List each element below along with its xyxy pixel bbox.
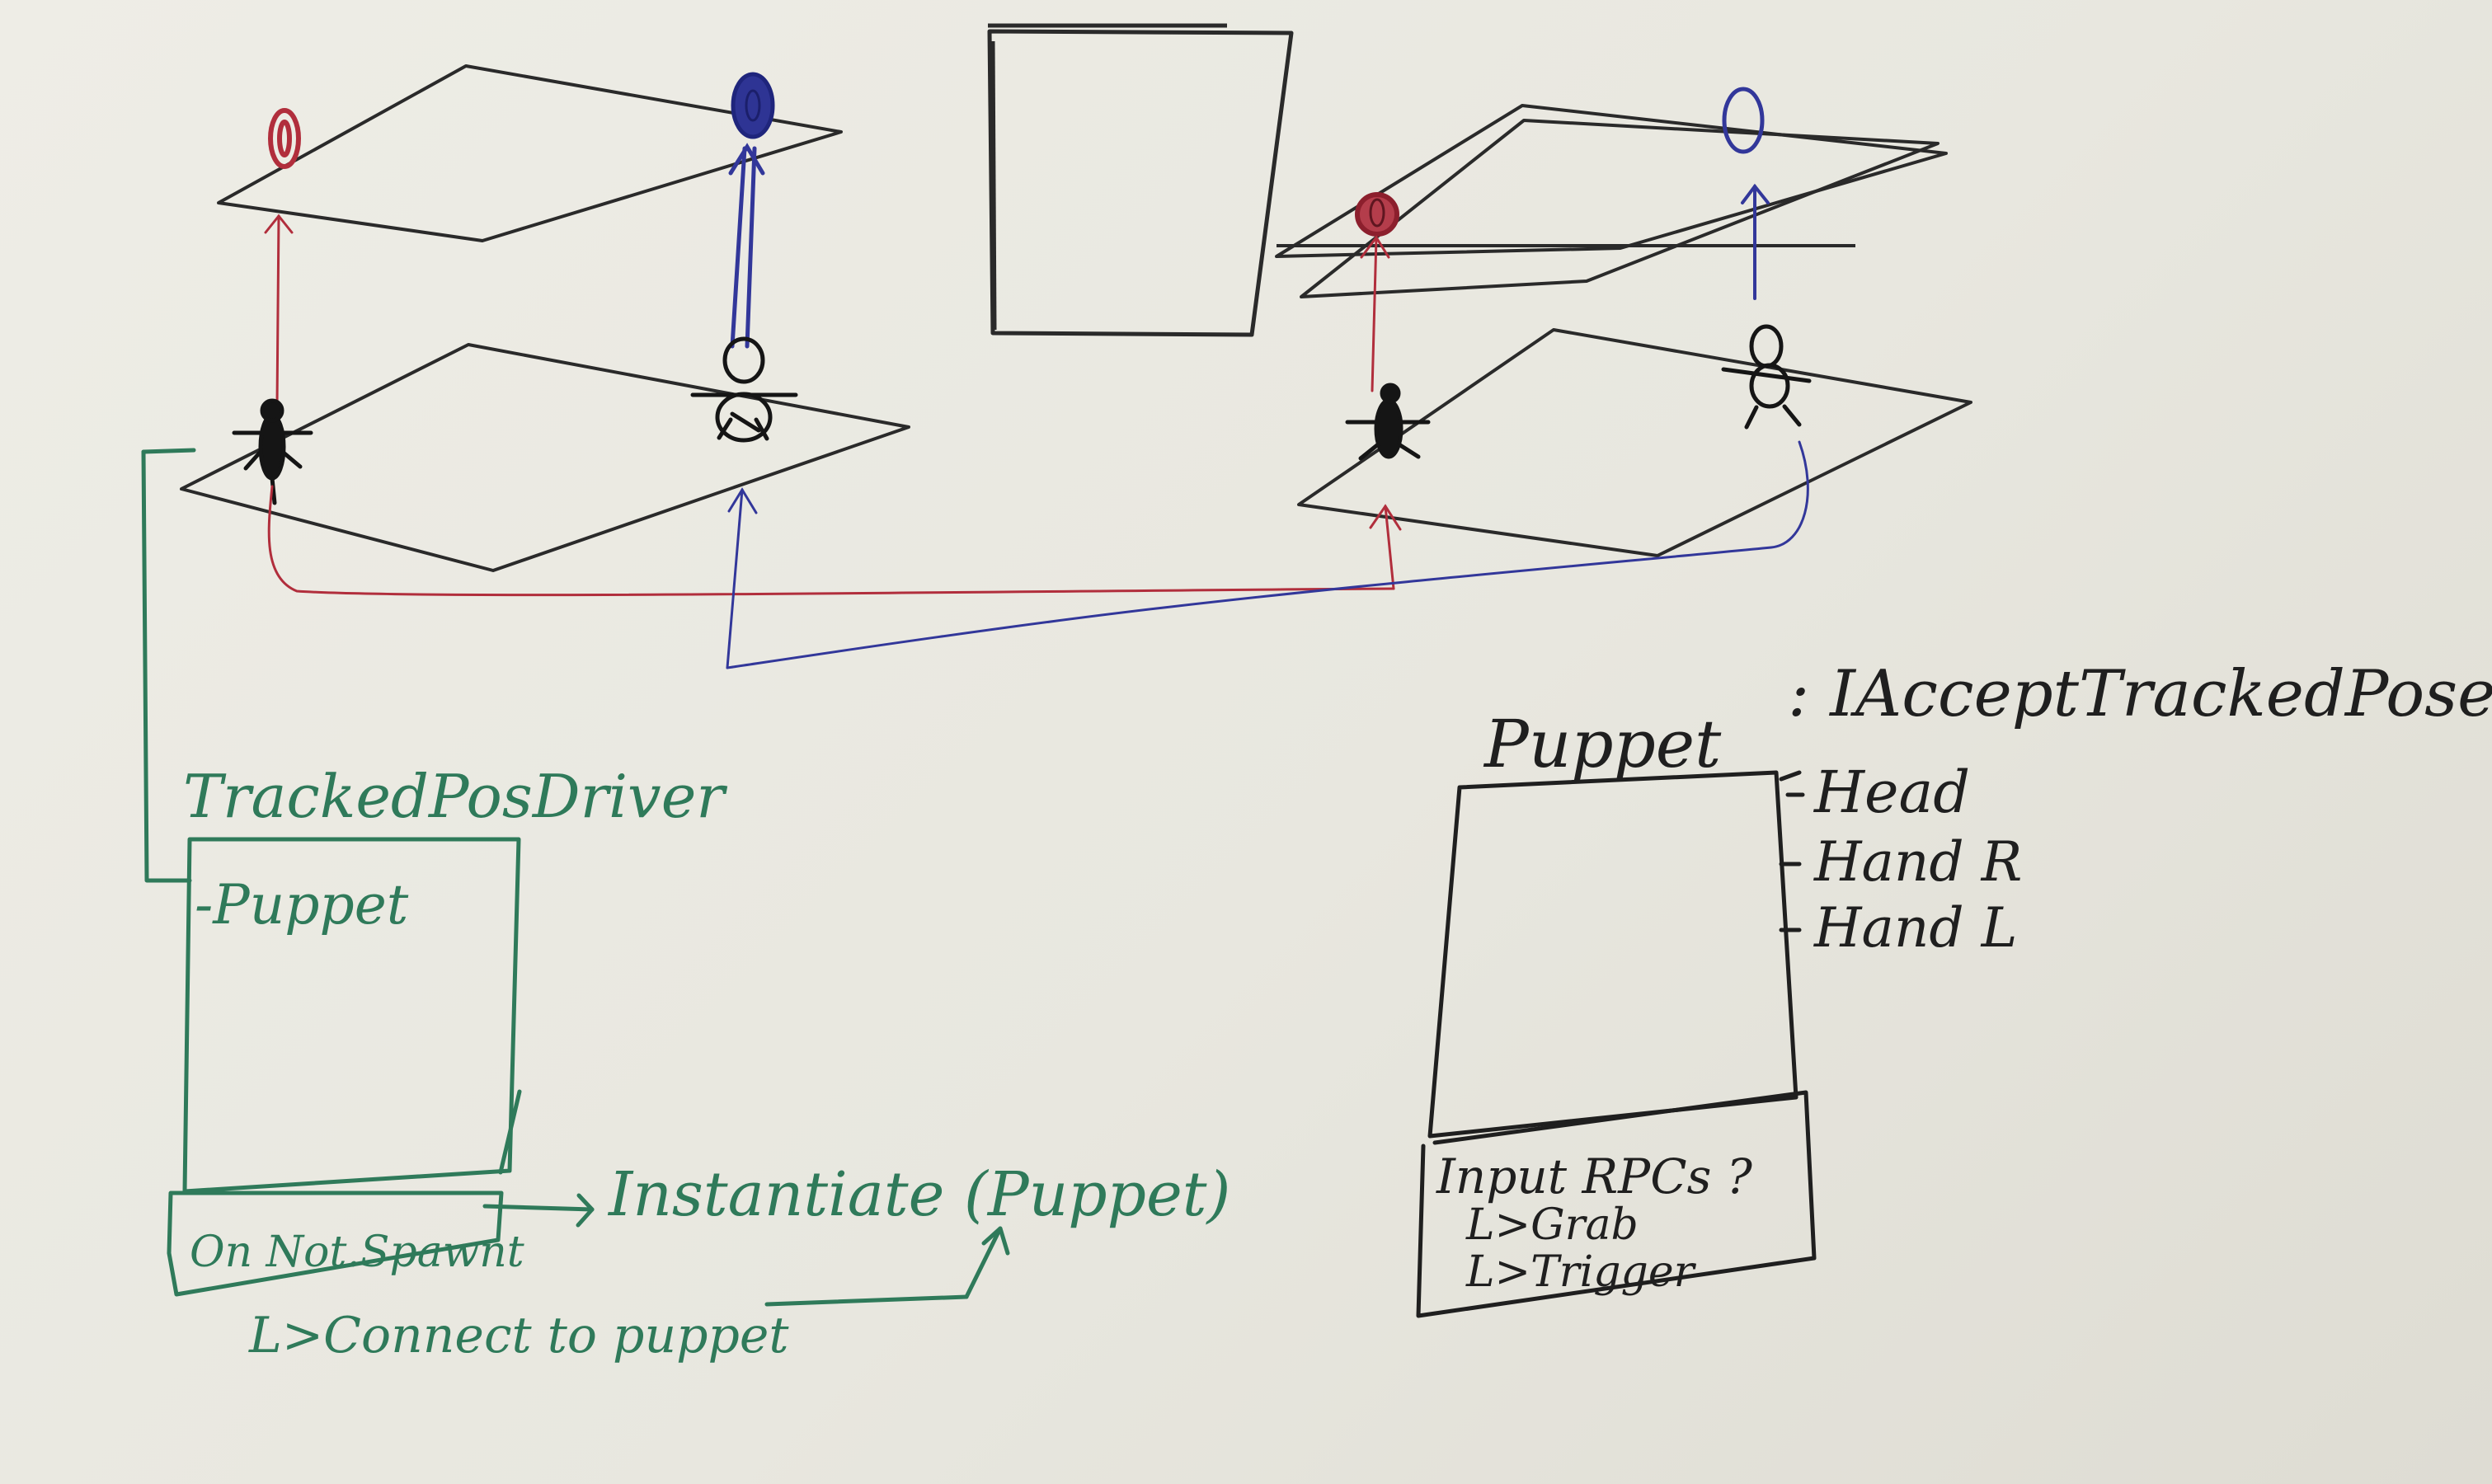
- right-upper-planes: [1275, 104, 1948, 298]
- blue-connection-line: [726, 440, 1809, 669]
- right-black-avatar-icon: [1345, 383, 1431, 461]
- left-red-avatar-icon: [268, 108, 301, 169]
- right-blue-avatar-icon: [1722, 87, 1765, 154]
- left-outline-avatar-icon: [690, 336, 798, 443]
- left-blue-arrow: [728, 143, 765, 349]
- head-label: Head: [1813, 758, 1970, 826]
- input-rpcs-label: Input RPCs ?: [1436, 1148, 1753, 1205]
- red-connection-line: [267, 485, 1402, 597]
- instantiate-label: Instantiate (Puppet): [607, 1159, 1230, 1230]
- puppet-interface-label: : IAcceptTrackedPoses: [1788, 657, 2492, 731]
- tracked-pos-driver-label: TrackedPosDriver: [183, 762, 727, 831]
- driver-puppet-field-label: -Puppet: [195, 873, 409, 937]
- puppet-title: Puppet: [1483, 706, 1722, 782]
- right-blue-arrow: [1741, 183, 1770, 300]
- right-outline-avatar-icon: [1721, 324, 1812, 430]
- left-lower-plane: [180, 343, 910, 572]
- right-red-avatar-icon: [1355, 192, 1399, 237]
- hand-r-label: Hand R: [1813, 830, 2022, 894]
- on-not-spawn-label: On Not.Spawnt: [190, 1228, 524, 1277]
- puppet-box: [1416, 770, 1817, 1318]
- connect-to-puppet-label: L>Connect to puppet: [248, 1307, 789, 1364]
- right-red-arrow: [1360, 235, 1390, 392]
- left-blue-avatar-icon: [731, 72, 775, 139]
- left-upper-plane: [217, 64, 843, 242]
- middle-box: [987, 23, 1294, 337]
- left-black-avatar-icon: [232, 398, 313, 505]
- trigger-label: L>Trigger: [1465, 1247, 1697, 1297]
- hand-l-label: Hand L: [1813, 896, 2017, 960]
- tracked-pos-driver-lines: [141, 448, 1010, 1307]
- right-lower-plane: [1297, 328, 1972, 557]
- grab-label: L>Grab: [1465, 1200, 1639, 1250]
- left-red-arrow: [264, 214, 294, 407]
